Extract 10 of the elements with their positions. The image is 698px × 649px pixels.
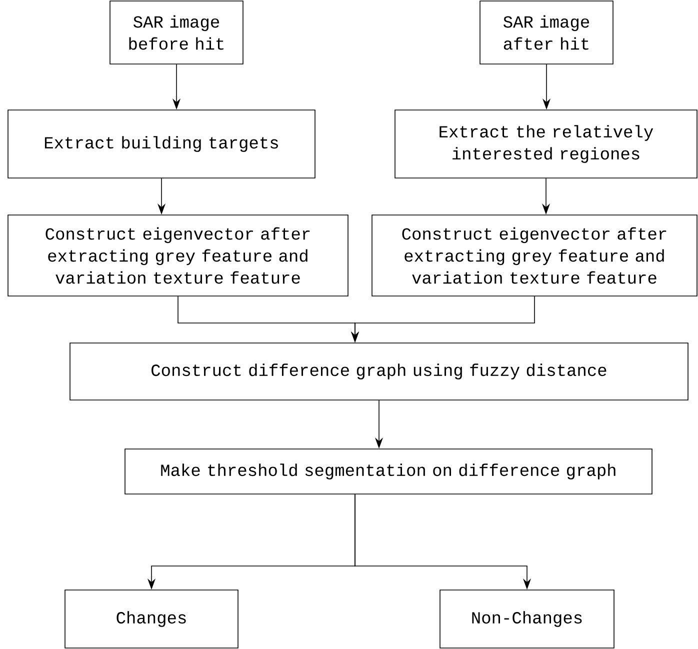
process-box: Construct difference graph using fuzzy distance <box>70 342 688 400</box>
process-box: Extract building targets <box>8 110 316 178</box>
process-box: Changes <box>64 590 238 648</box>
process-box: SAR image after hit <box>480 0 614 64</box>
process-box: Extract the relatively interested regiones <box>394 110 698 178</box>
process-box: SAR image before hit <box>110 0 244 64</box>
process-box: Construct eigenvector after extracting grey feature and variation texture feature <box>8 214 348 296</box>
process-box: Non-Changes <box>440 590 614 648</box>
process-box: Make threshold segmentation on difference graph <box>124 448 652 494</box>
process-box: Construct eigenvector after extracting grey feature and variation texture feature <box>372 214 698 296</box>
